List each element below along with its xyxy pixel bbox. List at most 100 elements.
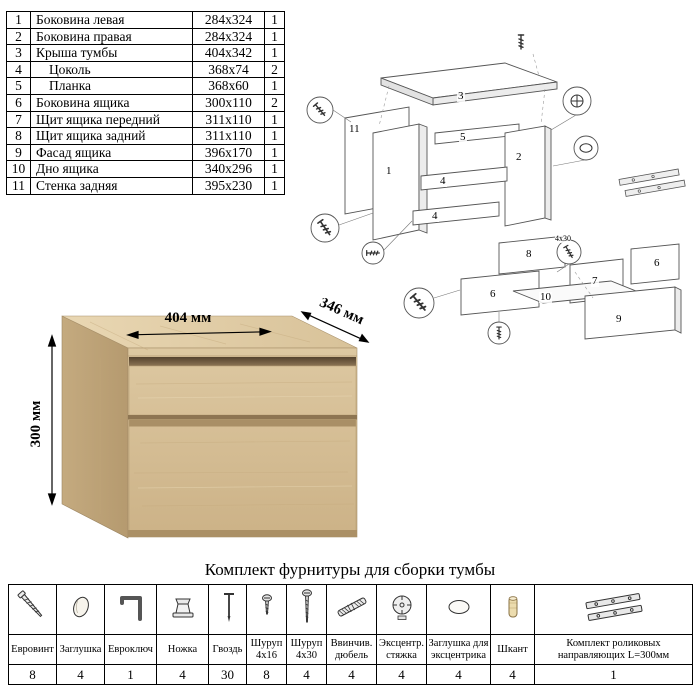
leg-icon — [156, 584, 209, 635]
cap-plug-icon — [56, 584, 105, 635]
part-size: 311х110 — [192, 127, 265, 145]
part-name: Стенка задняя — [30, 176, 193, 195]
part-name: Дно ящика — [30, 160, 193, 178]
screw-4x30-icon — [286, 584, 327, 635]
part-name: Боковина левая — [30, 11, 193, 29]
cam-cap-icon — [426, 584, 491, 635]
part-number-label: 4 — [439, 175, 447, 187]
part-name: Крыша тумбы — [30, 44, 193, 62]
part-number-label: 11 — [348, 123, 361, 135]
part-size: 368х74 — [192, 60, 265, 79]
hardware-qty: 4 — [426, 664, 491, 685]
hardware-label: Эксцентр. стяжка — [376, 634, 427, 665]
part-number: 11 — [6, 176, 31, 195]
part-number-label: 6 — [653, 257, 661, 269]
hardware-label: Евроключ — [104, 634, 157, 665]
hardware-labels-row: Евровинт Заглушка Евроключ Ножка Гвоздь … — [8, 634, 693, 665]
euro-screw-icon — [8, 584, 57, 635]
part-number-label: 2 — [515, 151, 523, 163]
part-qty: 1 — [264, 27, 285, 46]
part-number: 6 — [6, 93, 31, 112]
part-name: Планка — [30, 77, 193, 95]
screw-4x16-icon — [246, 584, 287, 635]
part-name: Щит ящика передний — [30, 110, 193, 129]
depth-dimension-label: 346 мм — [317, 298, 366, 328]
part-qty: 1 — [264, 143, 285, 162]
exploded-assembly-diagram: 3 11 1 5 2 4 4 8 6 6 7 10 9 4х30 — [293, 6, 697, 346]
hardware-qty: 8 — [246, 664, 287, 685]
width-dimension-label: 404 мм — [165, 310, 212, 326]
hardware-qty: 4 — [490, 664, 535, 685]
part-qty: 1 — [264, 11, 285, 29]
part-qty: 2 — [264, 93, 285, 112]
part-name: Цоколь — [30, 60, 193, 79]
hardware-qty: 1 — [534, 664, 693, 685]
part-number: 4 — [6, 60, 31, 79]
hardware-label: Шуруп 4х30 — [286, 634, 327, 665]
part-name: Щит ящика задний — [30, 127, 193, 145]
hardware-qty-row: 8 4 1 4 30 8 4 4 4 4 4 1 — [8, 664, 693, 685]
hardware-qty: 4 — [376, 664, 427, 685]
hardware-qty: 4 — [286, 664, 327, 685]
part-number: 9 — [6, 143, 31, 162]
part-qty: 1 — [264, 44, 285, 62]
hardware-kit-title: Комплект фурнитуры для сборки тумбы — [204, 560, 496, 579]
cam-lock-icon — [376, 584, 427, 635]
part-number: 5 — [6, 77, 31, 95]
nail-icon — [208, 584, 247, 635]
hardware-label: Гвоздь — [208, 634, 247, 665]
hardware-qty: 4 — [326, 664, 377, 685]
part-qty: 1 — [264, 127, 285, 145]
product-render-drawing: 404 мм 346 мм 300 мм — [28, 295, 370, 539]
part-number: 10 — [6, 160, 31, 178]
hardware-kit-table: Евровинт Заглушка Евроключ Ножка Гвоздь … — [8, 584, 693, 685]
part-size: 284х324 — [192, 11, 265, 29]
part-number-label: 8 — [525, 248, 533, 260]
part-number-label: 6 — [489, 288, 497, 300]
hardware-qty: 4 — [156, 664, 209, 685]
part-number-label: 4 — [431, 210, 439, 222]
hardware-label: Заглушка — [56, 634, 105, 665]
hex-key-icon — [104, 584, 157, 635]
part-number: 3 — [6, 44, 31, 62]
hardware-qty: 1 — [104, 664, 157, 685]
hardware-label: Шкант — [490, 634, 535, 665]
hardware-label: Евровинт — [8, 634, 57, 665]
part-number-label: 7 — [591, 275, 599, 287]
drawer-slides-icon — [534, 584, 693, 635]
hardware-icons-row — [8, 584, 693, 635]
part-qty: 1 — [264, 176, 285, 195]
part-size: 395х230 — [192, 176, 265, 195]
product-render: 404 мм 346 мм 300 мм — [28, 295, 398, 576]
part-qty: 1 — [264, 110, 285, 129]
part-number: 1 — [6, 11, 31, 29]
part-size: 311х110 — [192, 110, 265, 129]
part-name: Фасад ящика — [30, 143, 193, 162]
part-number-label: 3 — [457, 90, 465, 102]
exploded-diagram-drawing — [306, 34, 686, 345]
hardware-qty: 30 — [208, 664, 247, 685]
hardware-label: Комплект роликовых направляющих L=300мм — [534, 634, 693, 665]
part-size: 300х110 — [192, 93, 265, 112]
part-qty: 2 — [264, 60, 285, 79]
dowel-screw-icon — [326, 584, 377, 635]
part-name: Боковина ящика — [30, 93, 193, 112]
part-number-label: 1 — [385, 165, 393, 177]
part-number: 7 — [6, 110, 31, 129]
part-number-label: 10 — [539, 291, 552, 303]
part-name: Боковина правая — [30, 27, 193, 46]
hardware-label: Шуруп 4х16 — [246, 634, 287, 665]
part-qty: 1 — [264, 160, 285, 178]
